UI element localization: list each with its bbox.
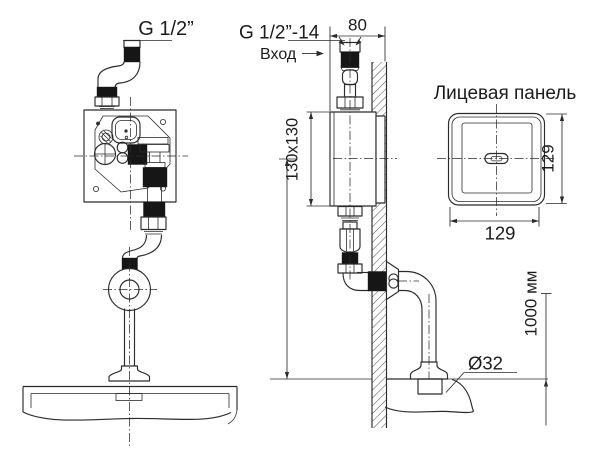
fixture-side [384,378,548,414]
panel-centerlines [437,104,554,216]
connector-port [116,152,129,164]
screw-hole [159,119,166,126]
spigot-front [115,393,143,401]
dimension-panel-width: 129 [449,207,540,244]
front-thread-label: G 1/2” [138,18,194,40]
panel-title: Лицевая панель [434,83,577,104]
break-wave [384,406,474,414]
service-cap [93,142,117,166]
dim-box-value: 130x130 [284,118,302,181]
fixture-front [22,385,238,425]
inlet-direction-arrow [302,50,324,57]
concealed-box-front [83,109,177,203]
inlet-label: Вход [260,46,297,63]
wall-outlet [385,260,449,380]
concealed-box-side [329,111,386,207]
panel-face-plate [461,122,533,194]
box-back-flange [375,115,386,204]
front-outlet-pipe [121,201,167,271]
valve-body-seal [127,144,148,165]
dimension-depth-80: 80 [329,16,386,111]
dimension-height-1000: 1000 мм [522,271,552,426]
outlet-mechanism [137,137,170,202]
screw-hole [93,185,100,192]
panel-view: Лицевая панель 129 129 [434,83,577,244]
side-centerlines [333,38,430,379]
dim-outlet-value: Ø32 [468,353,503,374]
break-wave [22,411,232,421]
front-view: G 1/2” [22,18,238,448]
dim-depth-value: 80 [348,16,367,35]
dimension-outlet-diameter: Ø32 [445,353,517,393]
dim-panel-width-value: 129 [485,223,516,244]
front-centerlines [74,97,188,448]
spigot-side [417,378,443,395]
mounting-plate [94,115,171,193]
front-inlet-pipe [94,39,141,109]
screw-dot [96,121,100,126]
side-thread-label: G 1/2”-14 [239,23,320,44]
dimension-mount-height [270,158,372,380]
side-view: G 1/2”-14 Вход 80 [239,16,552,428]
dim-height-value: 1000 мм [522,271,541,337]
